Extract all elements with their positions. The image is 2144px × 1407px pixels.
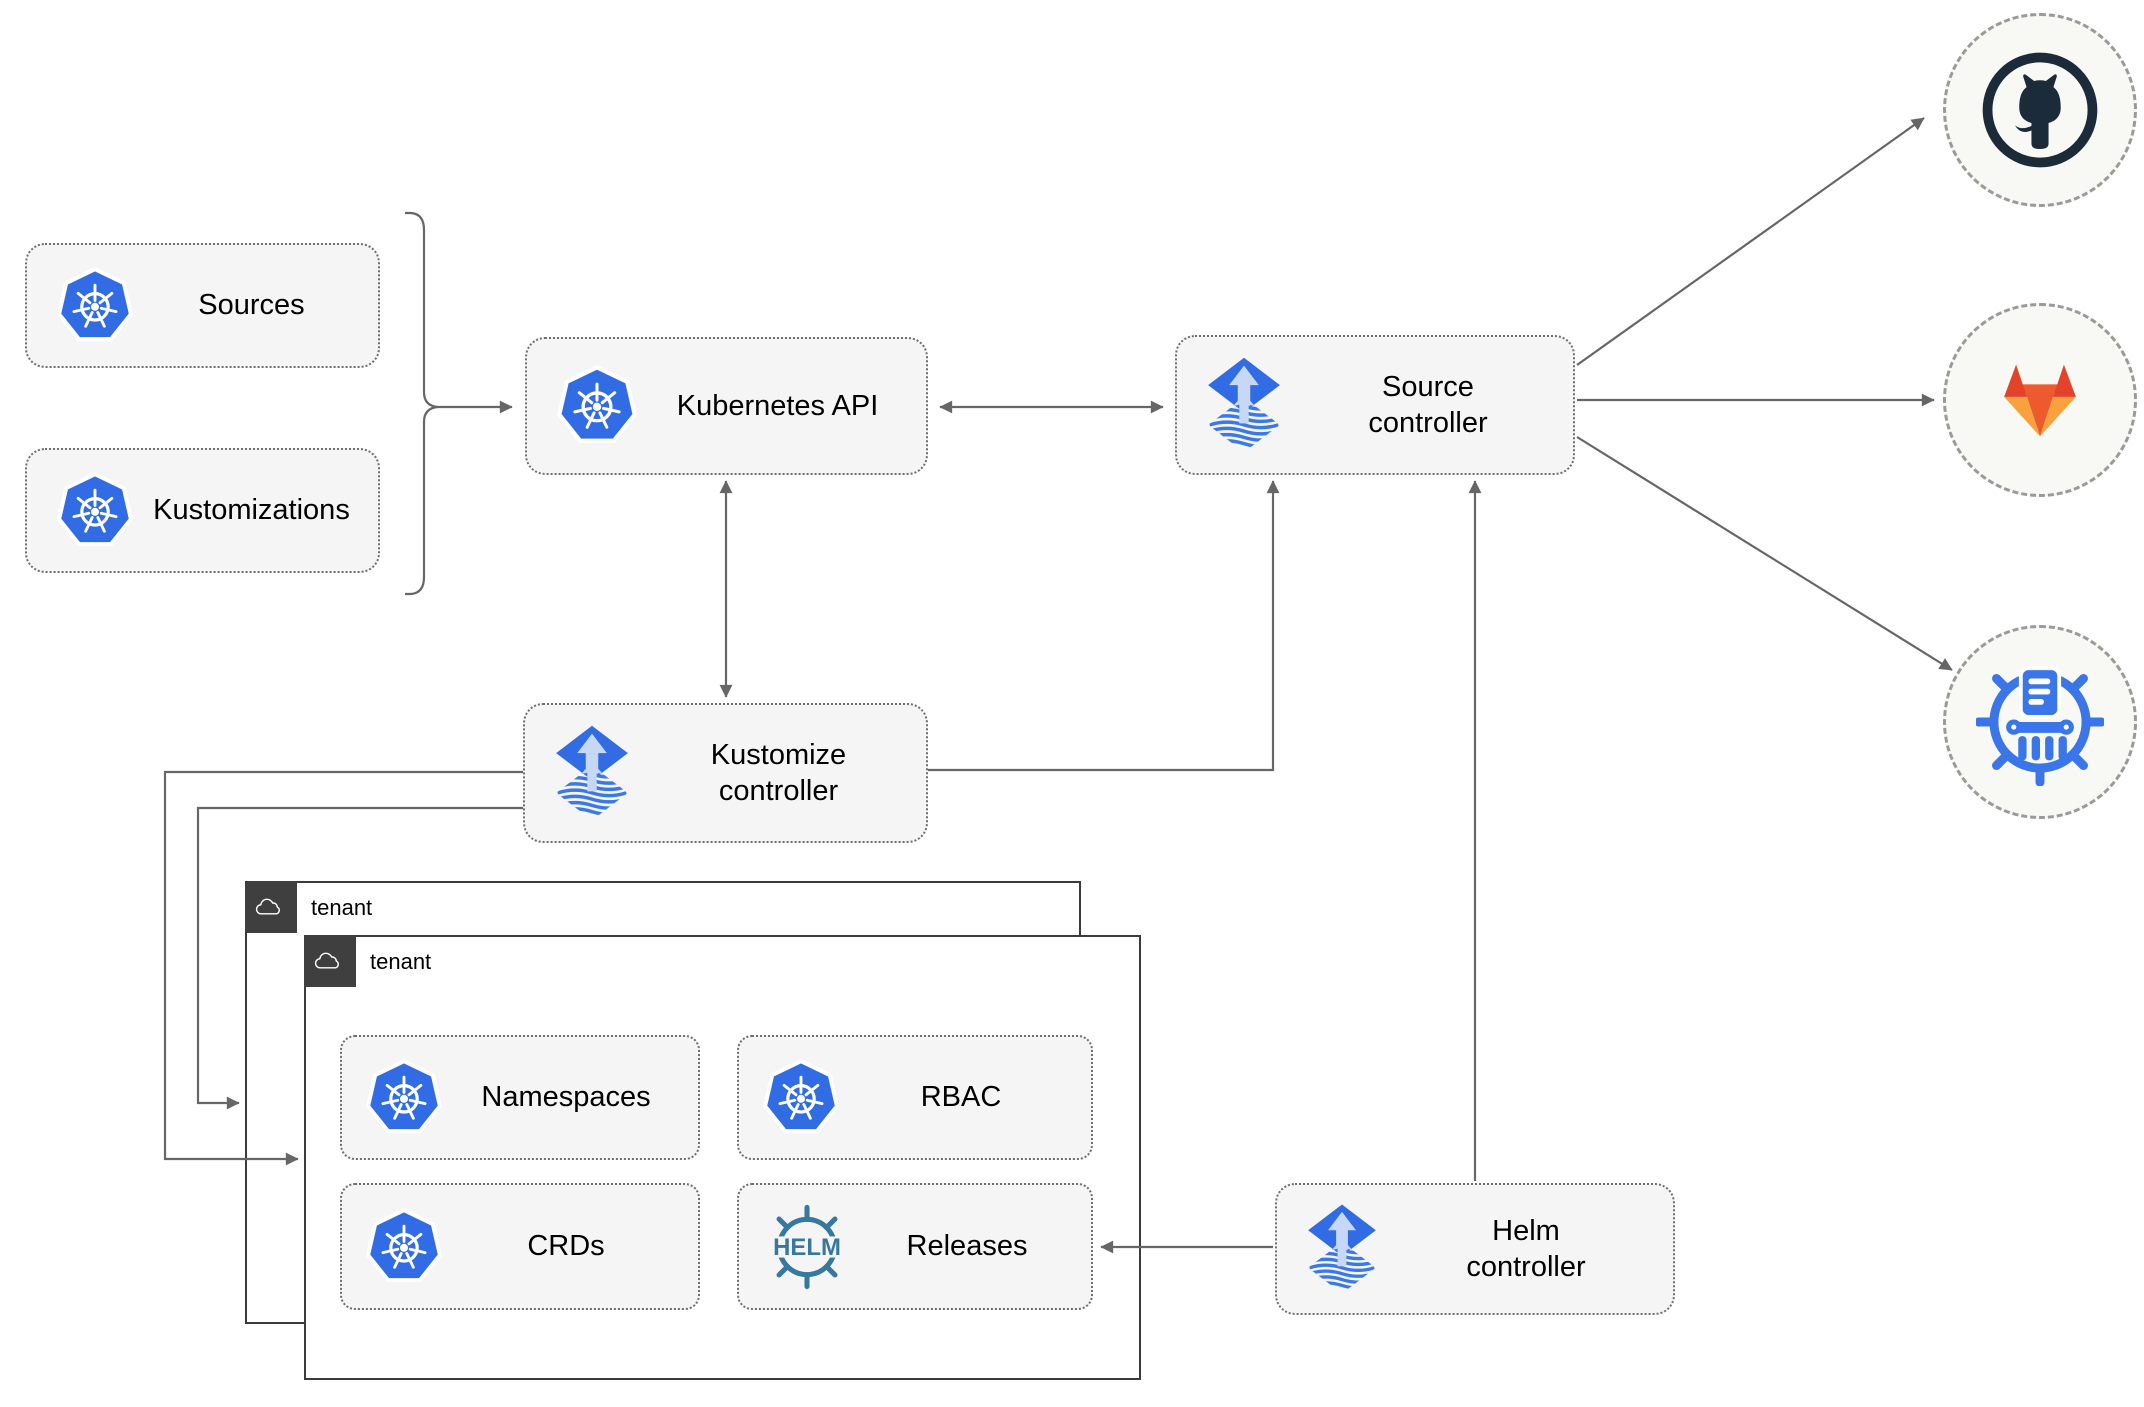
rbac-node: RBAC bbox=[737, 1035, 1093, 1160]
helm-controller-label: Helm controller bbox=[1466, 1214, 1586, 1283]
namespaces-label: Namespaces bbox=[481, 1081, 651, 1114]
helm-controller-node: Helm controller bbox=[1275, 1183, 1675, 1315]
kubernetes-icon bbox=[555, 364, 639, 448]
kubernetes-icon bbox=[761, 1058, 841, 1138]
crds-label: CRDs bbox=[527, 1230, 605, 1263]
helm-icon: HELM bbox=[761, 1201, 853, 1293]
tenant-corner-badge bbox=[245, 881, 297, 933]
tenant-label: tenant bbox=[311, 895, 373, 920]
gitlab-node bbox=[1943, 303, 2137, 497]
gitlab-icon bbox=[2004, 364, 2076, 437]
edge-group-bracket bbox=[405, 211, 439, 596]
rbac-label: RBAC bbox=[920, 1081, 1002, 1114]
chartmuseum-icon bbox=[1976, 666, 2104, 786]
flux-icon bbox=[1305, 1203, 1379, 1295]
cloud-icon bbox=[313, 949, 347, 973]
helm-logo-text: HELM bbox=[773, 1233, 841, 1260]
kubernetes-icon bbox=[364, 1058, 444, 1138]
edge-kustomize-controller-to-source-controller bbox=[928, 480, 1280, 772]
crds-node: CRDs bbox=[340, 1183, 700, 1310]
sources-label: Sources bbox=[198, 289, 305, 322]
flux-icon bbox=[553, 724, 631, 822]
github-icon bbox=[1982, 52, 2098, 168]
source-controller-node: Source controller bbox=[1175, 335, 1575, 475]
kustomizations-label: Kustomizations bbox=[153, 494, 350, 527]
kustomize-controller-label: Kustomize controller bbox=[710, 738, 847, 807]
flux-icon bbox=[1205, 356, 1283, 454]
kubernetes-icon bbox=[364, 1207, 444, 1287]
tenant-corner-badge bbox=[304, 935, 356, 987]
namespaces-node: Namespaces bbox=[340, 1035, 700, 1160]
kustomize-controller-node: Kustomize controller bbox=[523, 703, 928, 843]
kubernetes-api-node: Kubernetes API bbox=[525, 337, 928, 475]
kubernetes-icon bbox=[55, 266, 135, 346]
sources-node: Sources bbox=[25, 243, 380, 368]
kustomizations-node: Kustomizations bbox=[25, 448, 380, 573]
edge-source-controller-to-registry bbox=[1576, 436, 1953, 671]
kubernetes-api-label: Kubernetes API bbox=[676, 389, 879, 422]
kubernetes-icon bbox=[55, 471, 135, 551]
cloud-icon bbox=[254, 895, 288, 919]
tenant-label: tenant bbox=[370, 949, 432, 974]
releases-node: HELM Releases bbox=[737, 1183, 1093, 1310]
registry-node bbox=[1943, 625, 2137, 819]
releases-label: Releases bbox=[906, 1230, 1028, 1263]
source-controller-label: Source controller bbox=[1368, 370, 1488, 439]
edge-source-controller-to-github bbox=[1576, 117, 1925, 366]
github-node bbox=[1943, 13, 2137, 207]
